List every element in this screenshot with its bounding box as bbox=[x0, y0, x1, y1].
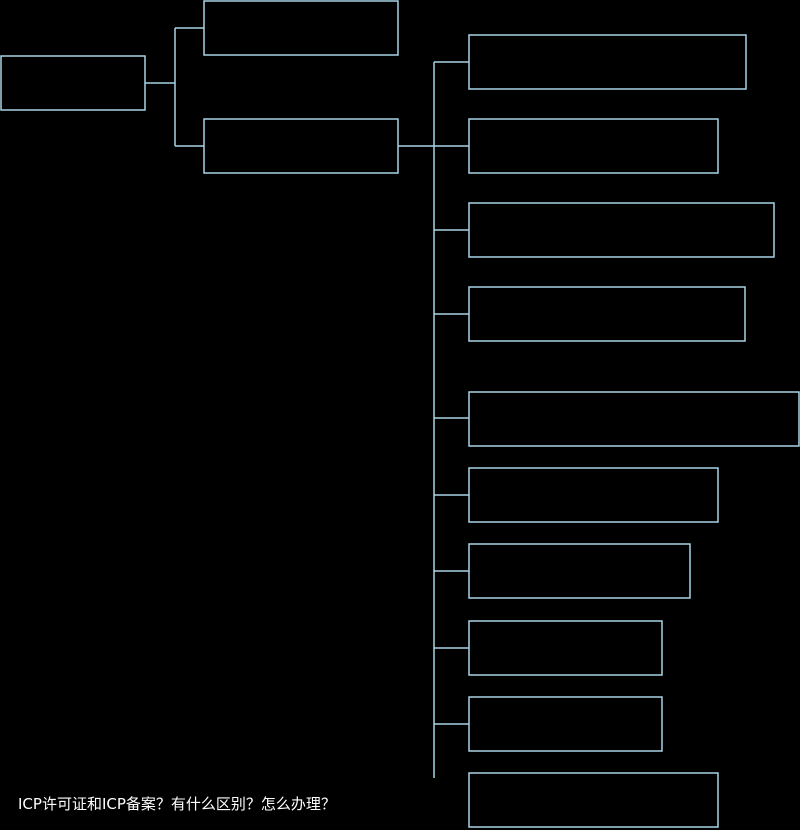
leaf-node-3 bbox=[468, 202, 775, 258]
connector-lines bbox=[145, 27, 469, 778]
leaf-node-7-box bbox=[468, 543, 691, 599]
branch-node-1 bbox=[203, 0, 399, 56]
leaf-node-2 bbox=[468, 118, 719, 174]
leaf-node-9-box bbox=[468, 696, 663, 752]
leaf-node-2-box bbox=[468, 118, 719, 174]
leaf-node-10 bbox=[468, 772, 719, 828]
leaf-node-10-box bbox=[468, 772, 719, 828]
leaf-node-6 bbox=[468, 467, 719, 523]
root-node bbox=[0, 55, 146, 111]
branch-node-1-box bbox=[203, 0, 399, 56]
leaf-node-1-box bbox=[468, 34, 747, 90]
leaf-node-8 bbox=[468, 620, 663, 676]
leaf-node-5 bbox=[468, 391, 800, 447]
leaf-node-1 bbox=[468, 34, 747, 90]
leaf-node-6-box bbox=[468, 467, 719, 523]
image-caption: ICP许可证和ICP备案？有什么区别？怎么办理？ bbox=[18, 795, 336, 813]
branch-node-2 bbox=[203, 118, 399, 174]
leaf-node-8-box bbox=[468, 620, 663, 676]
leaf-node-9 bbox=[468, 696, 663, 752]
leaf-node-3-box bbox=[468, 202, 775, 258]
leaf-node-7 bbox=[468, 543, 691, 599]
root-node-box bbox=[0, 55, 146, 111]
branch-node-2-box bbox=[203, 118, 399, 174]
leaf-node-5-box bbox=[468, 391, 800, 447]
leaf-node-4-box bbox=[468, 286, 746, 342]
leaf-node-4 bbox=[468, 286, 746, 342]
